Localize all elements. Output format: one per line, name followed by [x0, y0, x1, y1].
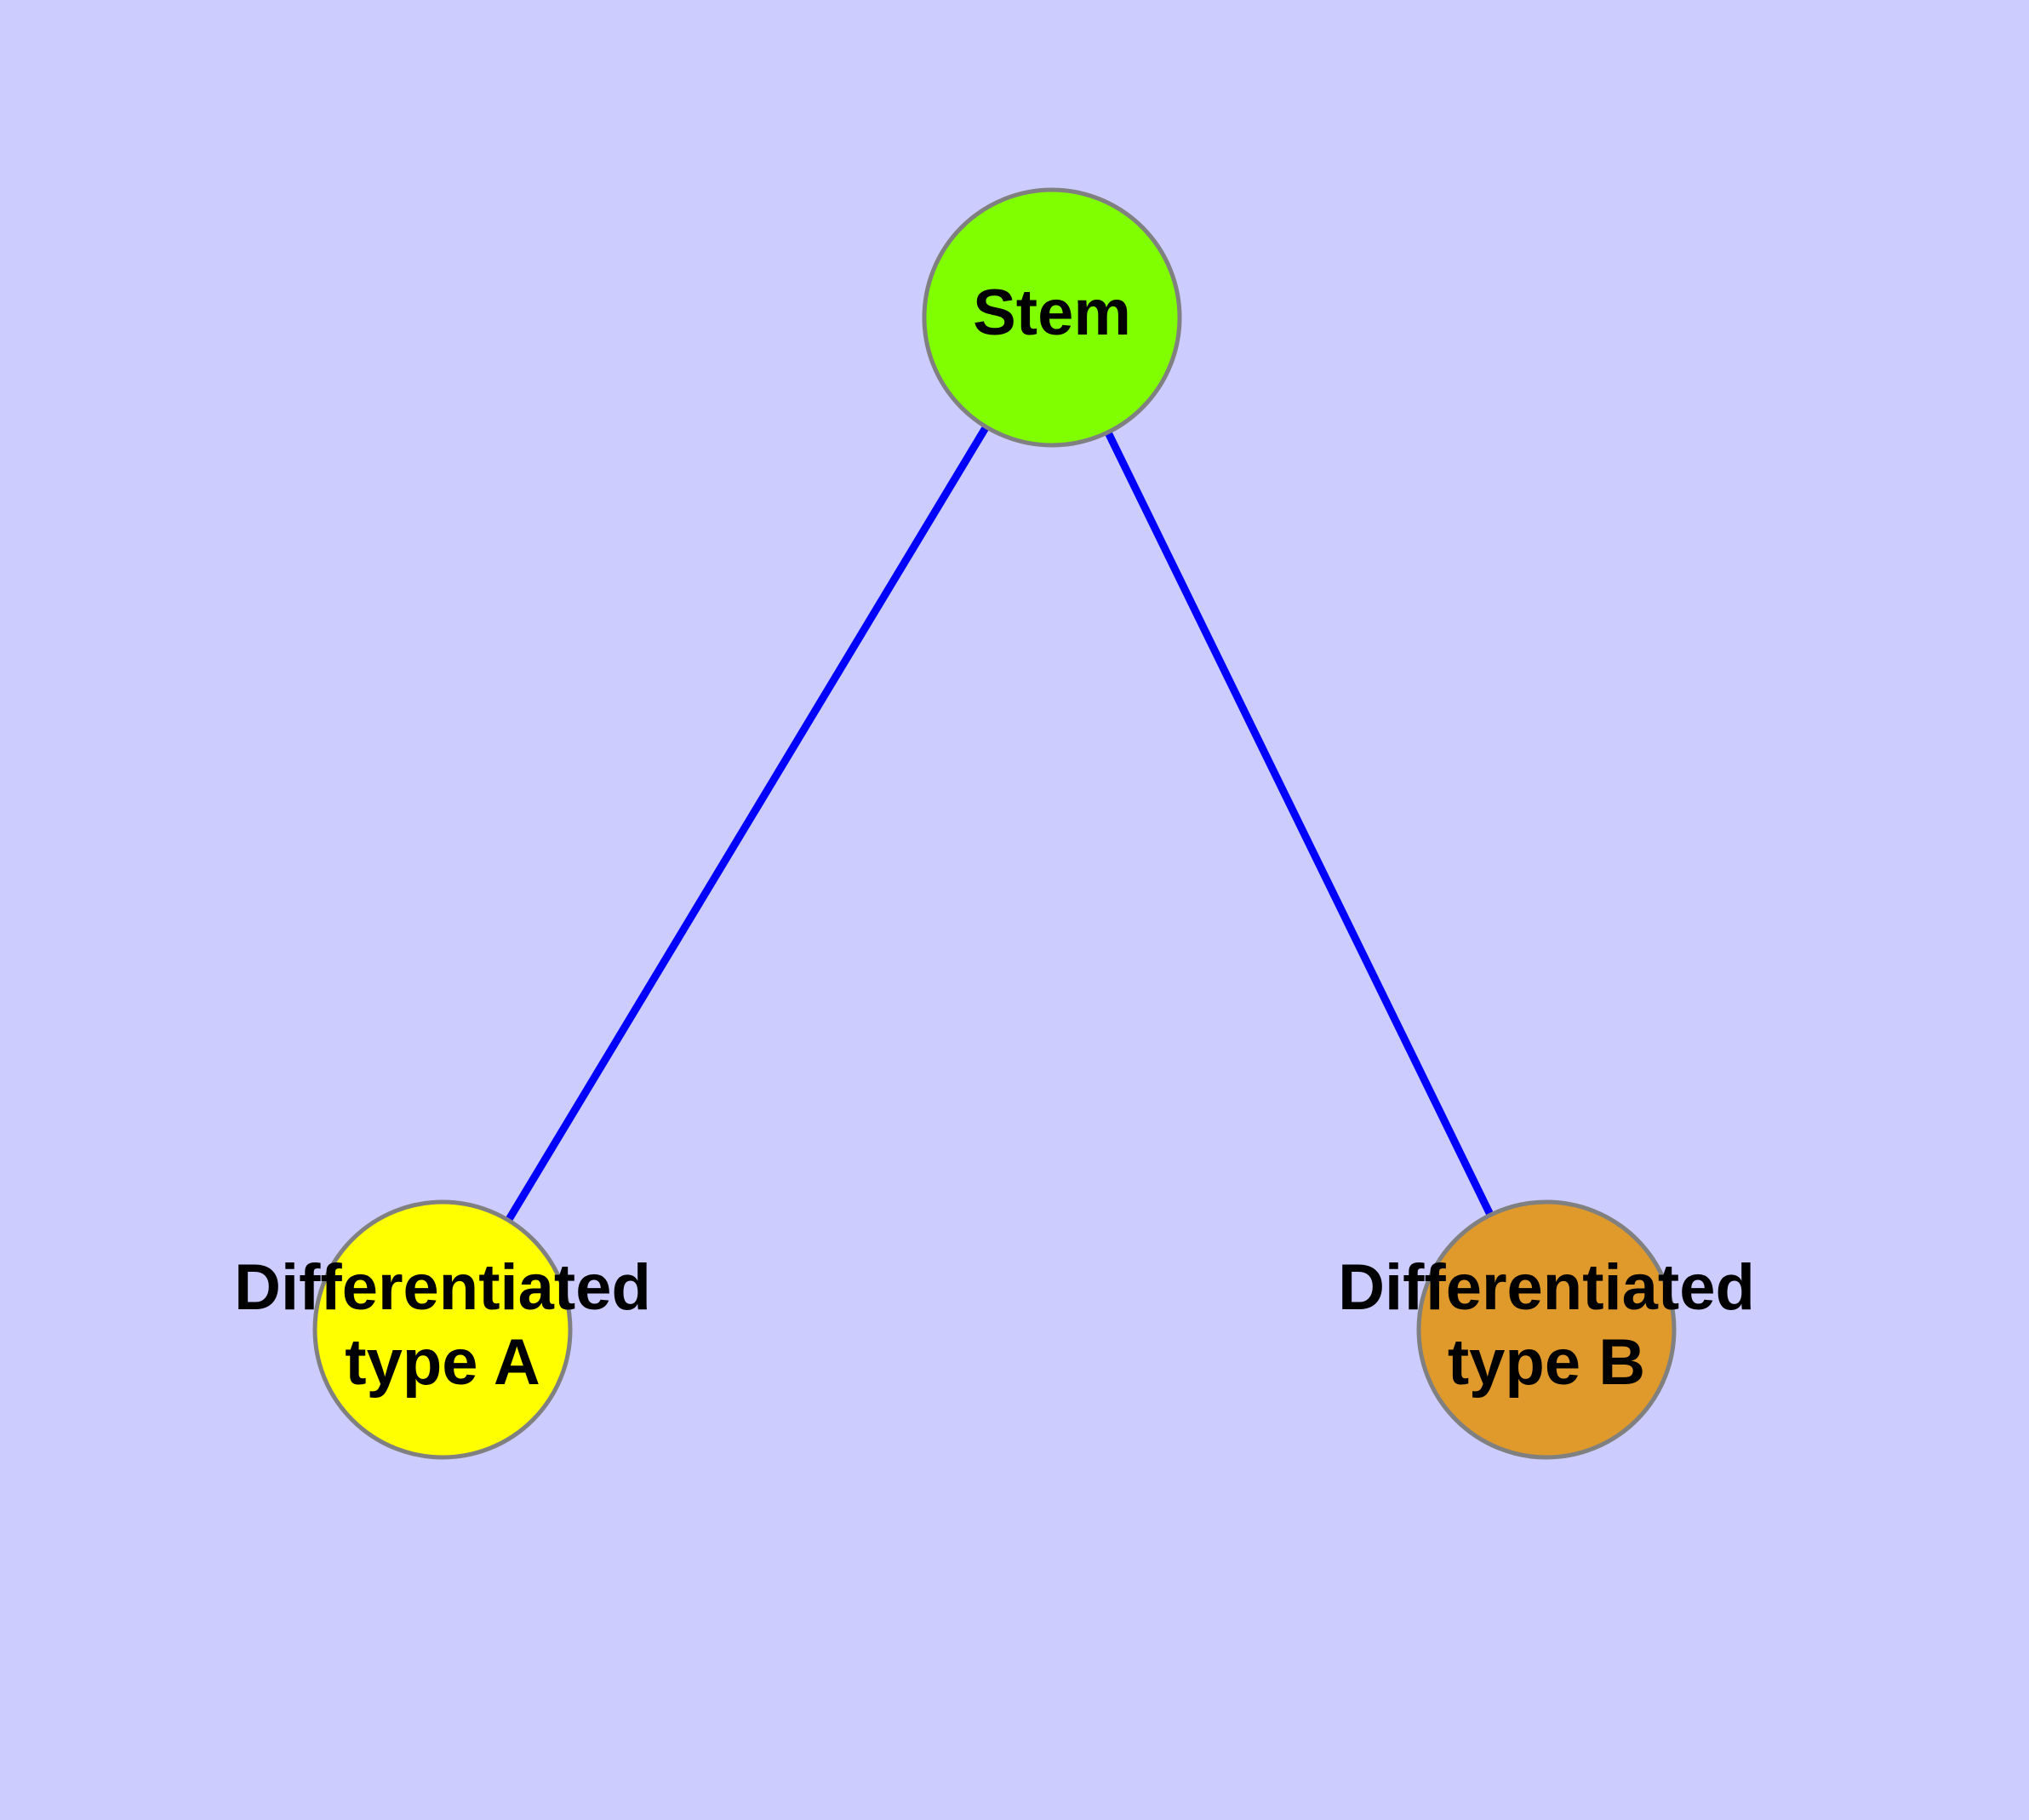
node-diff_b[interactable]: [1416, 1199, 1677, 1460]
node-diff_a[interactable]: [312, 1199, 573, 1460]
edge-stem-to-b[interactable]: [1048, 316, 1551, 1331]
nodes-layer: [312, 187, 1677, 1460]
node-label-line: Stem: [973, 277, 1131, 349]
edge-stem-to-a[interactable]: [439, 315, 1055, 1332]
node-label-line: Differentiated: [234, 1251, 651, 1324]
node-label-line: type B: [1448, 1326, 1645, 1399]
node-label-line: type A: [345, 1326, 540, 1399]
node-label-line: Differentiated: [1338, 1251, 1755, 1324]
node-label-stem: Stem: [973, 277, 1131, 349]
edges-layer: [439, 315, 1551, 1332]
node-stem[interactable]: [922, 187, 1182, 448]
